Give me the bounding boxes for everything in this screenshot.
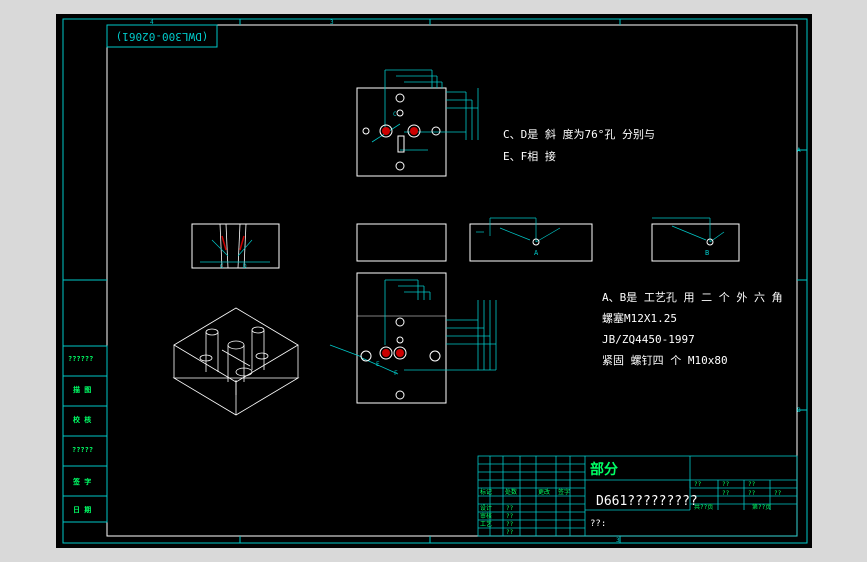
tb-right-header-3: ?? xyxy=(748,481,756,488)
label-a: A xyxy=(534,249,539,257)
code-box xyxy=(106,24,218,48)
left-cell-6: 日 期 xyxy=(73,505,91,514)
border-mark-top-left: 4 xyxy=(150,19,154,26)
tb-sheet: 共??页 xyxy=(694,503,713,511)
label-f: F xyxy=(394,370,398,377)
title-block xyxy=(477,455,798,537)
tb-row-2: ?? xyxy=(506,513,514,520)
tb-drawing-number: D661????????? xyxy=(596,494,698,509)
tb-label-review: 审核 xyxy=(480,512,492,520)
tb-label-sign: 签字 xyxy=(558,488,570,496)
border-mark-right-b: B xyxy=(797,407,801,414)
drawing-code-rotated: (DWL300-02061) xyxy=(116,30,209,43)
note-line-5: JB/ZQ4450-1997 xyxy=(602,333,695,346)
border-mark-top-mid: 3 xyxy=(330,19,334,26)
tb-label-count: 处数 xyxy=(505,488,517,496)
note-line-2: E、F相 接 xyxy=(503,150,556,163)
label-e: E xyxy=(376,361,380,368)
left-cell-1: ?????? xyxy=(68,355,93,363)
tb-material: ??: xyxy=(590,519,606,529)
front-view xyxy=(356,223,447,262)
label-c: C xyxy=(220,263,224,270)
note-line-3: A、B是 工艺孔 用 二 个 外 六 角 xyxy=(602,291,783,304)
tb-label-design: 设计 xyxy=(480,504,492,512)
sheet-border-outer xyxy=(62,18,808,544)
label-d: D xyxy=(243,263,247,270)
tb-right-header-2: ?? xyxy=(722,481,730,488)
tb-right-header-1: ?? xyxy=(694,481,702,488)
detail-view-b: B xyxy=(651,217,740,262)
label-c-top: C xyxy=(393,111,397,118)
tb-page: 第??页 xyxy=(752,503,771,511)
tb-label-change: 更改 xyxy=(538,488,550,496)
left-cell-4: ????? xyxy=(72,446,93,454)
left-strip-table xyxy=(62,345,108,523)
left-cell-2: 描 图 xyxy=(73,385,91,394)
tb-part-name: 部分 xyxy=(590,461,618,478)
tb-right-val-1: ?? xyxy=(722,490,730,497)
top-view-lower: E F xyxy=(329,272,497,404)
label-b: B xyxy=(705,249,709,257)
isometric-view xyxy=(172,307,300,416)
tb-label-process: 工艺 xyxy=(480,520,492,528)
tb-row-4: ?? xyxy=(506,529,514,536)
note-line-4: 螺塞M12X1.25 xyxy=(602,311,677,325)
tb-right-val-3: ?? xyxy=(774,490,782,497)
border-mark-right-a: A xyxy=(797,147,801,154)
section-view-cd: C D xyxy=(191,223,280,270)
border-ticks xyxy=(63,19,807,543)
note-line-1: C、D是 斜 度为76°孔 分别与 xyxy=(503,127,655,141)
tb-row-1: ?? xyxy=(506,505,514,512)
border-mark-bottom-mid: 3 xyxy=(616,537,620,544)
tb-label-mark: 标记 xyxy=(480,488,492,496)
note-line-6: 紧固 螺钉四 个 M10x80 xyxy=(602,354,728,367)
tb-row-3: ?? xyxy=(506,521,514,528)
model-space xyxy=(56,14,812,548)
detail-view-a: A xyxy=(469,217,593,262)
left-cell-5: 签 字 xyxy=(72,477,91,486)
top-view-upper: C xyxy=(356,69,479,177)
left-cell-3: 校 核 xyxy=(73,415,91,424)
tb-right-val-2: ?? xyxy=(748,490,756,497)
